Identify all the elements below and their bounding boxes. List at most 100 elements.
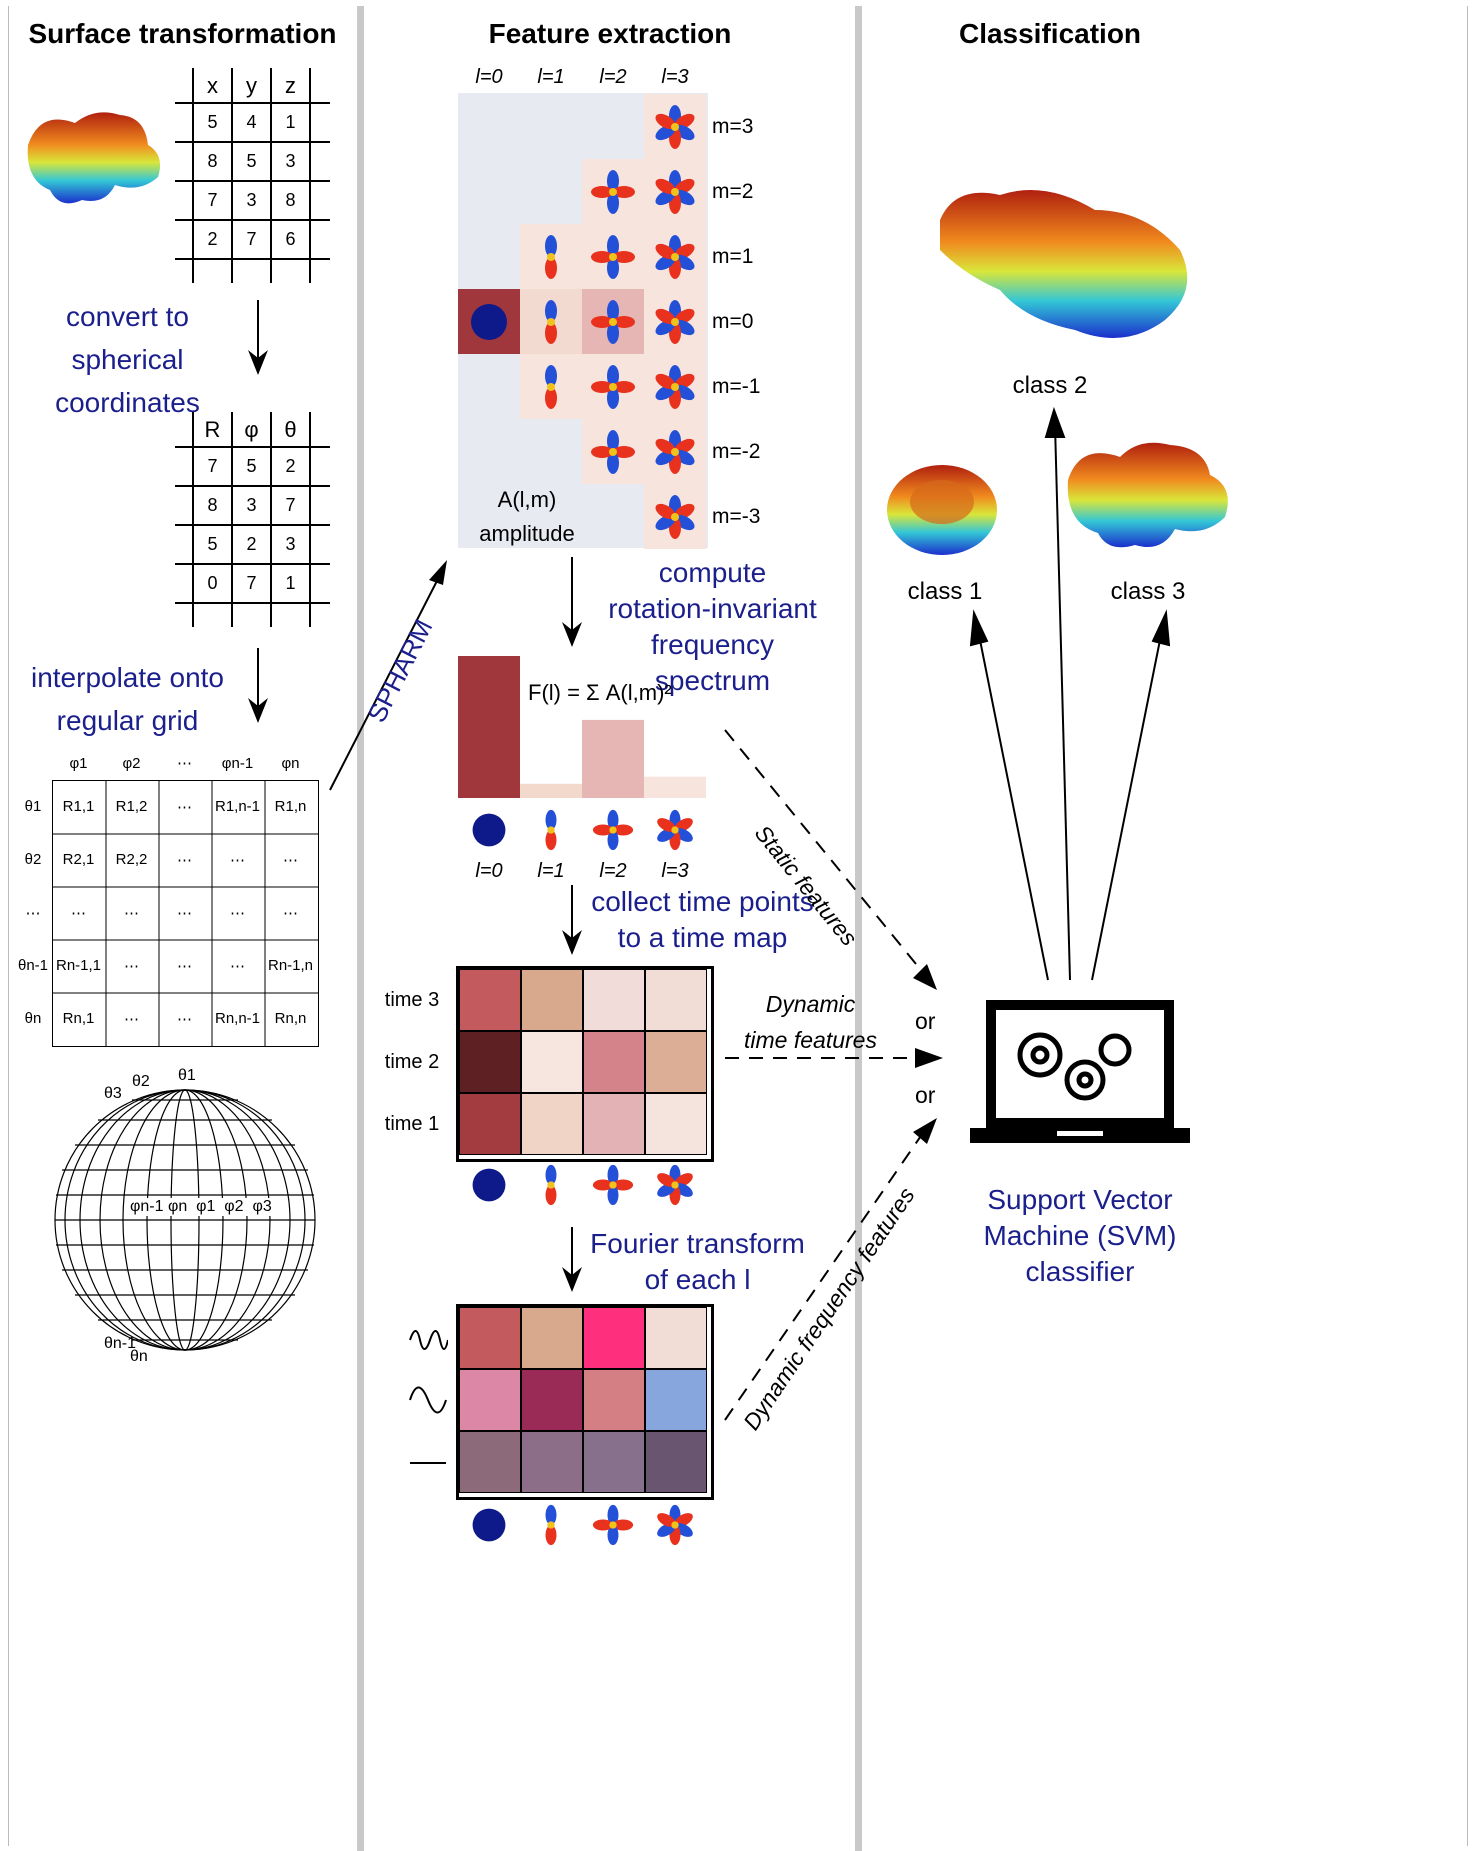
regular-grid	[52, 780, 319, 1047]
spharm-cell-icon	[582, 354, 644, 419]
xyz-cell: 7	[246, 229, 257, 249]
amp-label: A(l,m) amplitude	[462, 483, 592, 551]
interp-text: interpolate onto regular grid	[20, 656, 235, 742]
xyz-header: x	[207, 72, 218, 98]
m-label: m=-1	[712, 374, 761, 398]
grid-cell: ⋯	[177, 957, 192, 975]
xyz-cell: 5	[207, 112, 218, 132]
grid-row-header: θn-1	[17, 957, 49, 974]
convert-line-3: coordinates	[55, 387, 200, 418]
sph-header: φ	[244, 416, 259, 442]
time-label: time 2	[384, 1050, 440, 1073]
time-map-cell	[459, 1031, 521, 1093]
m-label: m=3	[712, 114, 754, 138]
xyz-cell: 1	[285, 112, 296, 132]
grid-cell: ⋯	[71, 904, 86, 922]
spharm-cell-icon	[644, 354, 706, 419]
amp-label-2: amplitude	[479, 521, 575, 546]
sph-cell: 2	[285, 456, 296, 476]
class-2-label: class 2	[1012, 372, 1088, 399]
time-map-cell	[645, 1093, 707, 1155]
high-frequency-icon	[409, 1330, 448, 1350]
grid-cell: ⋯	[124, 904, 139, 922]
cell-surface-blob	[27, 112, 161, 204]
wire-sphere	[54, 1089, 316, 1351]
fourier-line-1: Fourier transform	[590, 1228, 805, 1259]
spectrum-bar	[582, 719, 644, 798]
class2-shape	[940, 190, 1188, 338]
panel-divider-1	[357, 6, 364, 1851]
grid-cell: Rn,n	[274, 1010, 307, 1027]
grid-cell: ⋯	[230, 957, 245, 975]
spharm-cell-icon	[582, 159, 644, 224]
xyz-cell: 6	[285, 229, 296, 249]
sphere-label-theta1: θ1	[178, 1067, 196, 1084]
fourier-cell	[583, 1307, 645, 1369]
spharm-cell-icon	[520, 354, 582, 419]
spharm-cell-icon	[520, 224, 582, 289]
xyz-table	[175, 68, 330, 283]
xyz-cell: 3	[285, 151, 296, 171]
time-map-cell	[583, 1031, 645, 1093]
grid-col-header: φn	[281, 754, 300, 772]
dynamic-time-label: Dynamic time features	[728, 986, 893, 1058]
grid-cell: R2,1	[62, 851, 95, 868]
time-map-cell	[459, 1093, 521, 1155]
figure-frame	[8, 6, 1468, 1846]
m-label: m=0	[712, 309, 754, 333]
spharm-cell-icon	[644, 289, 706, 354]
time-label: time 1	[384, 1112, 440, 1135]
harmonic-icon	[458, 805, 520, 855]
title-surface-transformation: Surface transformation	[28, 18, 337, 49]
interp-line-2: regular grid	[56, 705, 199, 736]
compute-line-1: compute	[658, 557, 767, 588]
class-1-label: class 1	[907, 578, 983, 605]
spectrum-bar	[520, 783, 582, 798]
arrow-down-3	[562, 557, 582, 647]
svm-line-3: classifier	[1025, 1256, 1135, 1287]
l-label-top: l=1	[537, 65, 565, 88]
sphere-label-thetan: θn	[130, 1348, 148, 1365]
grid-cell: R1,n-1	[214, 798, 261, 815]
harmonic-icon	[520, 805, 582, 855]
xyz-cell: 5	[246, 151, 257, 171]
grid-cell: R2,2	[115, 851, 148, 868]
spectrum-bar	[458, 656, 520, 798]
svm-line-1: Support Vector	[987, 1184, 1173, 1215]
compute-text: compute rotation-invariant frequency spe…	[595, 555, 830, 699]
grid-row-header: ⋯	[25, 904, 41, 922]
fourier-cell	[645, 1431, 707, 1493]
spharm-cell-icon	[644, 159, 706, 224]
grid-cell: R1,2	[115, 798, 148, 815]
xyz-cell: 4	[246, 112, 257, 132]
spharm-cell-icon	[644, 484, 706, 549]
collect-line-2: to a time map	[617, 922, 788, 953]
sph-cell: 3	[246, 495, 257, 515]
convert-line-2: spherical	[71, 344, 184, 375]
collect-text: collect time points to a time map	[590, 884, 815, 956]
harmonic-icon	[644, 1500, 706, 1550]
harmonic-icon	[520, 1500, 582, 1550]
time-map-cell	[521, 1093, 583, 1155]
compute-line-2: rotation-invariant	[608, 593, 817, 624]
l-label-top: l=2	[599, 65, 627, 88]
grid-cell: Rn-1,n	[267, 957, 314, 974]
sphere-label-thetan1: θn-1	[104, 1335, 137, 1352]
harmonic-icon	[458, 1500, 520, 1550]
m-label: m=2	[712, 179, 754, 203]
grid-cell: Rn,1	[62, 1010, 95, 1027]
gears-icon	[1017, 1032, 1132, 1101]
l-label-bottom: l=2	[599, 859, 627, 882]
time-map-cell	[583, 969, 645, 1031]
l-label-top: l=0	[475, 65, 503, 88]
spharm-cell-icon	[644, 224, 706, 289]
spharm-cell-icon	[458, 289, 520, 354]
sph-cell: 3	[285, 534, 296, 554]
title-classification: Classification	[958, 18, 1142, 49]
sphere-label-theta3: θ3	[104, 1085, 122, 1102]
grid-col-header: φn-1	[221, 754, 254, 772]
compute-line-3: frequency spectrum	[651, 629, 774, 696]
spharm-cell-icon	[582, 289, 644, 354]
grid-cell: ⋯	[283, 904, 298, 922]
sph-header: θ	[284, 416, 297, 442]
